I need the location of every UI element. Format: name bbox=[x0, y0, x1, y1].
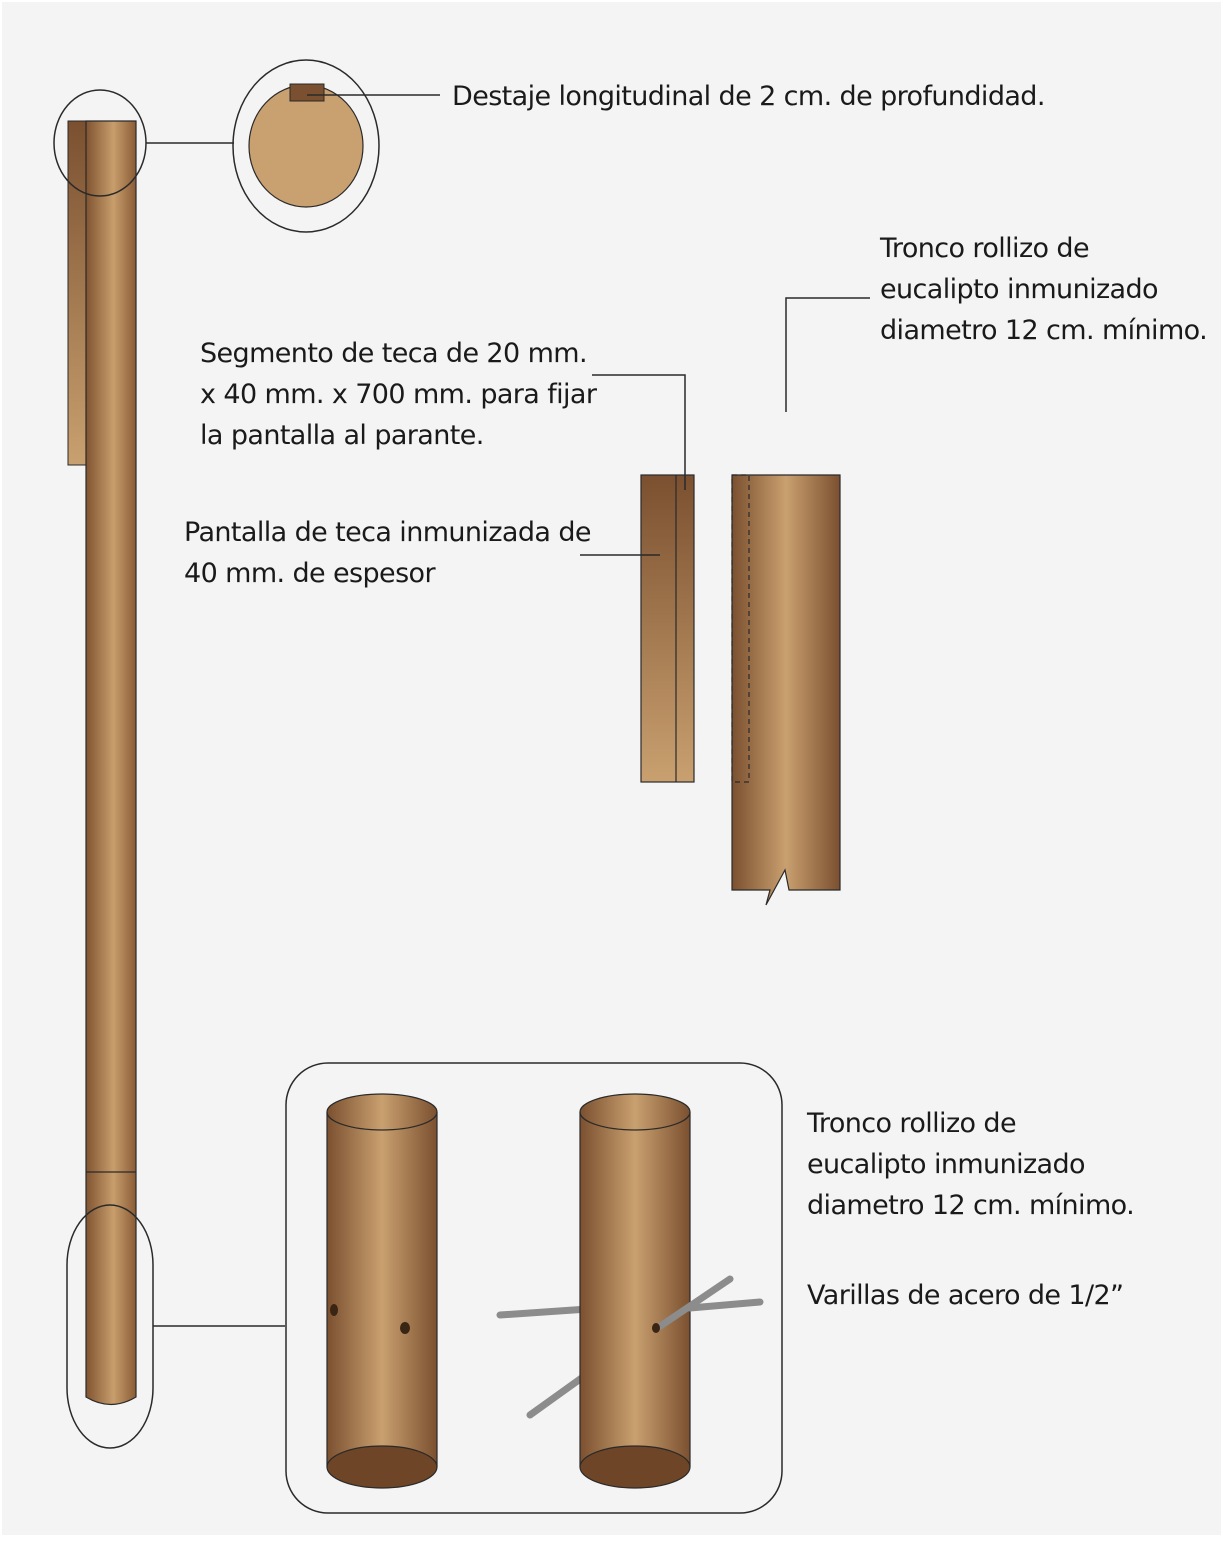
groove-label: Destaje longitudinal de 2 cm. de profund… bbox=[452, 76, 1045, 117]
anchoring-detail bbox=[285, 1062, 783, 1514]
teak-segment-leader bbox=[592, 374, 686, 490]
trunk-bottom-label: Tronco rollizo de eucalipto inmunizado d… bbox=[807, 1103, 1135, 1226]
steel-rod-upper bbox=[652, 1275, 734, 1333]
teak-screen-label-line1: Pantalla de teca inmunizada de bbox=[184, 517, 591, 548]
teak-screen-label: Pantalla de teca inmunizada de 40 mm. de… bbox=[184, 512, 591, 594]
steel-rod-lower bbox=[526, 1373, 587, 1419]
trunk-bottom-label-line3: diametro 12 cm. mínimo. bbox=[807, 1190, 1135, 1221]
tall-post-body bbox=[85, 120, 137, 1406]
rods-label-text: Varillas de acero de 1/2” bbox=[807, 1280, 1124, 1311]
steel-rod-left bbox=[496, 1305, 592, 1319]
groove-label-text: Destaje longitudinal de 2 cm. de profund… bbox=[452, 81, 1045, 112]
teak-screen-label-line2: 40 mm. de espesor bbox=[184, 558, 436, 589]
trunk-segment bbox=[731, 474, 841, 906]
cylinder-right-body bbox=[580, 1112, 690, 1467]
trunk-top-label: Tronco rollizo de eucalipto inmunizado d… bbox=[880, 228, 1208, 351]
rod-entry-hole bbox=[652, 1323, 660, 1333]
rod-hole-1 bbox=[330, 1304, 338, 1316]
teak-segment-label-line2: x 40 mm. x 700 mm. para fijar bbox=[200, 379, 597, 410]
cylinder-right-top bbox=[579, 1093, 691, 1131]
trunk-cross-section bbox=[248, 84, 364, 208]
cylinder-left-body bbox=[327, 1112, 437, 1467]
teak-segment-label: Segmento de teca de 20 mm. x 40 mm. x 70… bbox=[200, 333, 597, 456]
teak-screen-piece bbox=[640, 474, 695, 783]
rod-hole-2 bbox=[400, 1322, 410, 1334]
groove-notch bbox=[289, 83, 325, 102]
teak-segment-label-line3: la pantalla al parante. bbox=[200, 420, 484, 451]
exploded-detail bbox=[580, 297, 870, 906]
cross-section-outer-circle bbox=[232, 59, 380, 233]
anchoring-detail-frame bbox=[285, 1062, 783, 1514]
teak-strip-left bbox=[67, 120, 87, 466]
cylinder-left-bottom bbox=[326, 1445, 438, 1489]
trunk-bottom-label-line2: eucalipto inmunizado bbox=[807, 1149, 1086, 1180]
rods-label: Varillas de acero de 1/2” bbox=[807, 1275, 1124, 1316]
trunk-bottom-label-line1: Tronco rollizo de bbox=[807, 1108, 1017, 1139]
cylinder-left-top bbox=[326, 1093, 438, 1131]
trunk-top-label-line2: eucalipto inmunizado bbox=[880, 274, 1159, 305]
teak-segment-label-line1: Segmento de teca de 20 mm. bbox=[200, 338, 588, 369]
cross-section-detail bbox=[232, 59, 440, 233]
cylinder-right-bottom bbox=[579, 1445, 691, 1489]
tall-post bbox=[53, 89, 285, 1449]
trunk-top-label-line3: diametro 12 cm. mínimo. bbox=[880, 315, 1208, 346]
steel-rod-right bbox=[686, 1298, 764, 1312]
trunk-top-label-line1: Tronco rollizo de bbox=[880, 233, 1090, 264]
trunk-top-leader bbox=[785, 297, 870, 412]
